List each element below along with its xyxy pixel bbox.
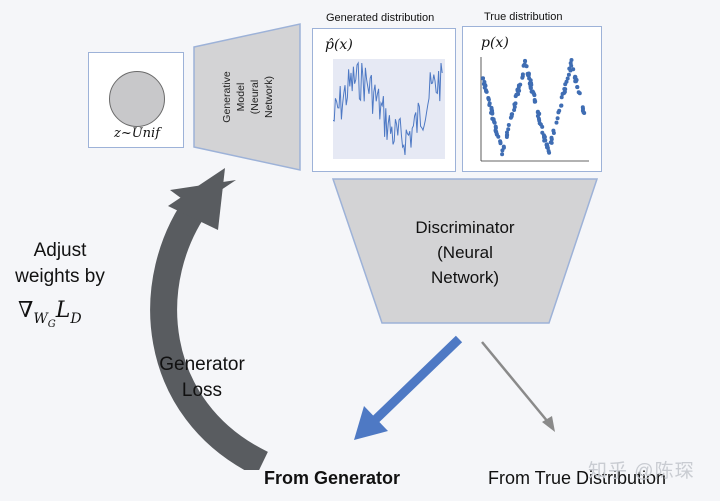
true-distribution-caption: True distribution [484, 11, 563, 23]
from-true-distribution-label: From True Distribution [488, 468, 667, 488]
discriminator-label: Discriminator (Neural Network) [415, 218, 515, 287]
arrow-to-generator [371, 335, 463, 424]
noise-circle [109, 71, 165, 127]
from-generator-label: From Generator [264, 468, 401, 488]
generated-distribution-plot [333, 59, 445, 159]
generator-label: Generative Model (Neural Network) [221, 71, 275, 123]
gradient-formula: ∇WGLD [18, 298, 82, 330]
true-distribution-label: p(x) [481, 35, 509, 51]
true-distribution-plot [480, 57, 589, 162]
watermark: 知乎 @陈琛 [588, 461, 695, 482]
generated-distribution-caption: Generated distribution [326, 12, 435, 24]
noise-input-box: z~Unif [88, 52, 184, 148]
arrow-to-true [481, 341, 549, 423]
output-arrows [354, 335, 555, 440]
arrow-to-generator-head [354, 406, 388, 440]
true-distribution-panel: p(x) [462, 26, 602, 172]
feedback-arrow [150, 168, 269, 470]
generator-shape [193, 23, 301, 171]
arrow-to-true-head [542, 416, 555, 432]
generated-distribution-panel: p̂(x) [312, 28, 456, 172]
discriminator-shape [331, 178, 599, 324]
noise-label: z~Unif [113, 126, 161, 141]
generated-distribution-label: p̂(x) [325, 37, 353, 53]
adjust-weights-text: Adjust weights by [15, 240, 105, 287]
generator-loss-text: Generator Loss [159, 354, 245, 401]
